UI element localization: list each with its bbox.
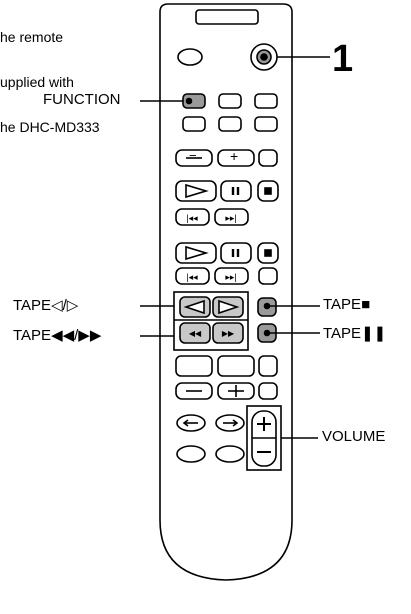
section2-prev-button <box>175 267 210 285</box>
bottom-mid-button <box>215 445 245 463</box>
remote-body <box>159 3 293 581</box>
section2-next-button <box>214 267 249 285</box>
row3-btn2 <box>218 116 242 132</box>
right-arrow-button <box>215 414 245 432</box>
bottom-left-button <box>176 445 206 463</box>
label-tape-ff-rew: TAPE◀◀/▶▶ <box>13 327 102 344</box>
top-left-button <box>177 48 203 66</box>
svg-text:|◂◂: |◂◂ <box>186 272 198 282</box>
svg-text:▸▸|: ▸▸| <box>225 213 236 223</box>
lower-btn2 <box>217 355 255 377</box>
row3-btn1 <box>182 116 206 132</box>
lower-minus-button <box>175 382 213 400</box>
svg-text:▸▸|: ▸▸| <box>225 272 236 282</box>
section2-pause-button <box>220 242 252 264</box>
svg-text:▶▶: ▶▶ <box>222 329 235 338</box>
section1-play-button <box>175 180 217 202</box>
label-function: FUNCTION <box>43 91 121 108</box>
lower-plus-button <box>217 382 255 400</box>
left-arrow-button <box>176 414 206 432</box>
note-line-3: he DHC-MD333 <box>0 119 100 135</box>
note-line-1: he remote <box>0 29 64 45</box>
label-tape-stop: TAPE■ <box>323 296 371 313</box>
row2-btn3 <box>254 93 278 109</box>
remote-note: he remote upplied with he DHC-MD333 <box>0 0 100 150</box>
label-tape-play: TAPE◁/▷ <box>13 297 79 314</box>
tape-rewind-button <box>179 322 211 344</box>
lower-small-button <box>258 382 278 400</box>
note-line-2: upplied with <box>0 74 74 90</box>
label-tape-pause: TAPE❚❚ <box>323 325 387 342</box>
ir-window <box>195 9 259 25</box>
section2-small-button <box>258 267 278 285</box>
svg-text:◀◀: ◀◀ <box>189 329 202 338</box>
step-number: 1 <box>332 38 354 80</box>
label-volume: VOLUME <box>322 428 386 445</box>
section1-stop-button <box>257 180 279 202</box>
section1-next-button <box>214 208 249 226</box>
tape-ff-button <box>212 322 244 344</box>
row4-small-button <box>258 149 278 167</box>
row3-btn3 <box>254 116 278 132</box>
plus-glyph: + <box>230 148 239 164</box>
section2-stop-button <box>257 242 279 264</box>
svg-text:|◂◂: |◂◂ <box>186 213 198 223</box>
minus-button <box>175 149 213 167</box>
row2-btn2 <box>218 93 242 109</box>
lower-btn3 <box>258 355 278 377</box>
section2-play-button <box>175 242 217 264</box>
minus-glyph: − <box>189 148 197 163</box>
plus-button <box>217 149 255 167</box>
section1-pause-button <box>220 180 252 202</box>
lower-btn1 <box>175 355 213 377</box>
tape-group-frame <box>173 291 249 351</box>
section1-prev-button <box>175 208 210 226</box>
